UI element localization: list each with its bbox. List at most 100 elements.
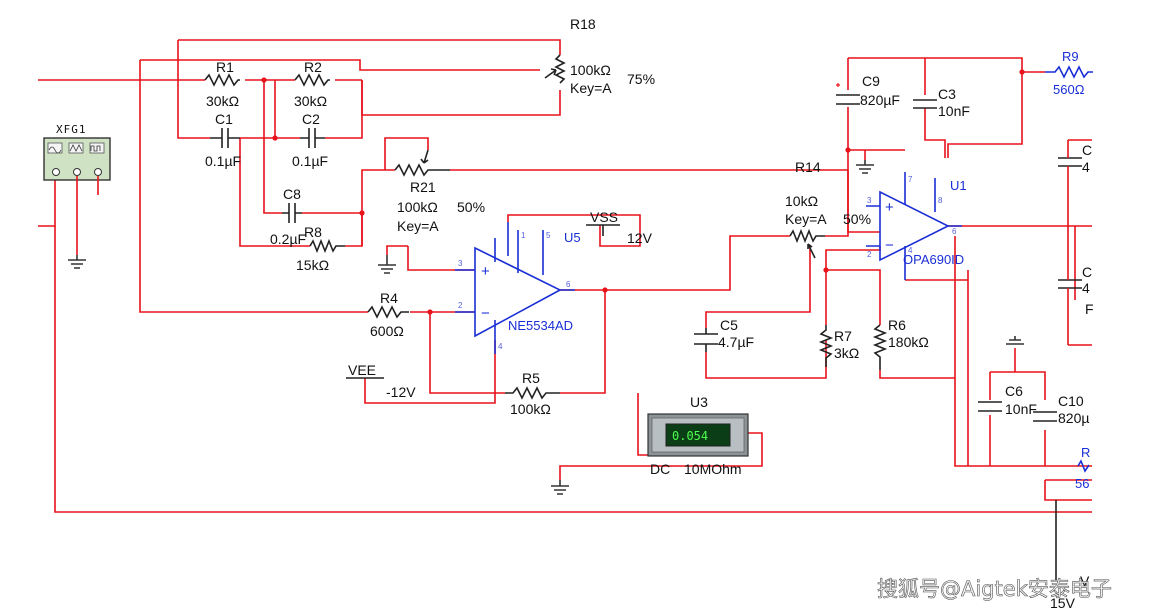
c9-value: 820µF [860, 92, 900, 108]
watermark-text: 搜狐号@Aigtek安泰电子 [877, 577, 1112, 601]
u1-part: OPA690ID [903, 252, 964, 267]
c9-ref: C9 [862, 73, 880, 89]
opamp-u5[interactable]: + − 3 2 6 4 1 5 U5 NE5534AD [455, 222, 581, 354]
r1-ref: R1 [216, 59, 234, 75]
power-vee[interactable]: VEE -12V [346, 362, 416, 400]
u5-part: NE5534AD [508, 318, 573, 333]
c1-ref: C1 [215, 111, 233, 127]
resistor-r7[interactable]: R7 3kΩ [818, 325, 859, 367]
c2-ref: C2 [302, 111, 320, 127]
resistor-r2[interactable]: R2 30kΩ [294, 59, 330, 109]
power-vss[interactable]: VSS 12V [586, 209, 653, 246]
c3-ref: C3 [938, 86, 956, 102]
r2-value: 30kΩ [294, 93, 327, 109]
sine-wave-icon [48, 146, 62, 154]
r5-ref: R5 [522, 370, 540, 386]
right-r-ref: R [1081, 445, 1090, 460]
right-v-ref: V [1080, 573, 1090, 589]
r18-key: Key=A [570, 80, 612, 96]
r4-ref: R4 [380, 290, 398, 306]
right-c-top-ref: C [1082, 142, 1092, 158]
capacitor-c6[interactable]: C6 10nF [978, 383, 1037, 417]
capacitor-c10[interactable]: C10 820µ [1033, 393, 1089, 426]
vss-value: 12V [627, 230, 653, 246]
u3-impedance: 10MOhm [684, 461, 742, 477]
u3-reading: 0.054 [672, 429, 708, 443]
capacitor-c9[interactable]: C9 820µF [836, 73, 900, 108]
vee-value: -12V [386, 384, 416, 400]
r21-value: 100kΩ [397, 199, 438, 215]
c8-ref: C8 [283, 186, 301, 202]
right-c-top-val: 4 [1082, 159, 1090, 175]
u1-pin7: 7 [908, 175, 913, 184]
capacitor-c3[interactable]: C3 10nF [913, 86, 970, 119]
u5-pin3: 3 [458, 259, 463, 268]
u5-minus-pin: − [481, 305, 490, 322]
resistor-r1[interactable]: R1 30kΩ [204, 59, 240, 109]
r6-ref: R6 [888, 317, 906, 333]
u5-pin2: 2 [458, 301, 463, 310]
r21-ref: R21 [410, 179, 436, 195]
u3-mode: DC [650, 461, 670, 477]
u5-ref: U5 [564, 230, 581, 245]
capacitor-right-top[interactable]: C 4 [1058, 140, 1092, 226]
r2-ref: R2 [304, 59, 322, 75]
c5-value: 4.7µF [718, 334, 754, 350]
wires [38, 39, 1092, 513]
junction-dots [261, 69, 1025, 315]
capacitor-c2[interactable]: C2 0.1µF [292, 111, 328, 169]
r21-setting: 50% [457, 199, 485, 215]
c3-value: 10nF [938, 103, 970, 119]
ground-icon [68, 255, 86, 269]
c1-value: 0.1µF [205, 153, 241, 169]
capacitor-c8[interactable]: C8 0.2µF [270, 186, 306, 247]
r14-value: 10kΩ [785, 193, 818, 209]
resistor-r5[interactable]: R5 100kΩ [505, 370, 560, 417]
r5-value: 100kΩ [510, 401, 551, 417]
u1-pin6: 6 [952, 227, 957, 236]
capacitor-c5[interactable]: C5 4.7µF [694, 317, 754, 352]
resistor-r9[interactable]: R9 560Ω [1045, 49, 1093, 97]
power-right-partial[interactable]: V 15V [1050, 500, 1090, 611]
function-generator-xfg1[interactable]: XFG1 [43, 123, 111, 255]
vee-ref: VEE [348, 362, 376, 378]
resistor-r8[interactable]: R8 15kΩ [296, 224, 345, 273]
resistor-right-partial[interactable]: R 56 [1075, 445, 1090, 491]
r7-value: 3kΩ [834, 345, 859, 361]
right-r-val: 56 [1075, 476, 1089, 491]
r18-setting: 75% [627, 71, 655, 87]
u1-ref: U1 [950, 178, 967, 193]
potentiometer-r21[interactable]: R21 100kΩ 50% Key=A [394, 149, 485, 234]
r8-ref: R8 [304, 224, 322, 240]
r9-ref: R9 [1062, 49, 1079, 64]
square-wave-icon [90, 145, 101, 152]
resistor-r4[interactable]: R4 600Ω [367, 290, 409, 339]
c2-value: 0.1µF [292, 153, 328, 169]
u5-pin5: 5 [546, 231, 551, 240]
triangle-wave-icon [69, 144, 83, 152]
vss-ref: VSS [590, 209, 618, 225]
potentiometer-r18[interactable]: R18 100kΩ 75% Key=A [544, 16, 655, 96]
xfg1-label: XFG1 [56, 123, 87, 136]
opamp-u1[interactable]: + − 3 2 6 7 8 4 U1 OPA690ID [866, 172, 967, 280]
right-c-bot-val: 4 [1082, 280, 1090, 296]
c8-value: 0.2µF [270, 231, 306, 247]
ground-icon [856, 160, 874, 174]
r21-key: Key=A [397, 218, 439, 234]
right-v-val: 15V [1050, 595, 1076, 611]
ground-icon [551, 480, 569, 495]
r14-ref: R14 [795, 159, 821, 175]
capacitor-right-bottom[interactable]: C 4 F [1058, 226, 1094, 345]
u5-pin1: 1 [521, 231, 526, 240]
potentiometer-r14[interactable]: R14 10kΩ Key=A 50% [785, 159, 871, 259]
capacitor-c1[interactable]: C1 0.1µF [205, 111, 241, 169]
resistor-r6[interactable]: R6 180kΩ [872, 317, 929, 370]
r6-value: 180kΩ [888, 334, 929, 350]
r18-ref: R18 [570, 16, 596, 32]
ground-symbols [68, 160, 1024, 495]
r1-value: 30kΩ [206, 93, 239, 109]
u5-plus-pin: + [481, 263, 490, 280]
r9-value: 560Ω [1053, 82, 1085, 97]
multimeter-u3[interactable]: U3 0.054 DC 10MOhm [647, 394, 749, 477]
